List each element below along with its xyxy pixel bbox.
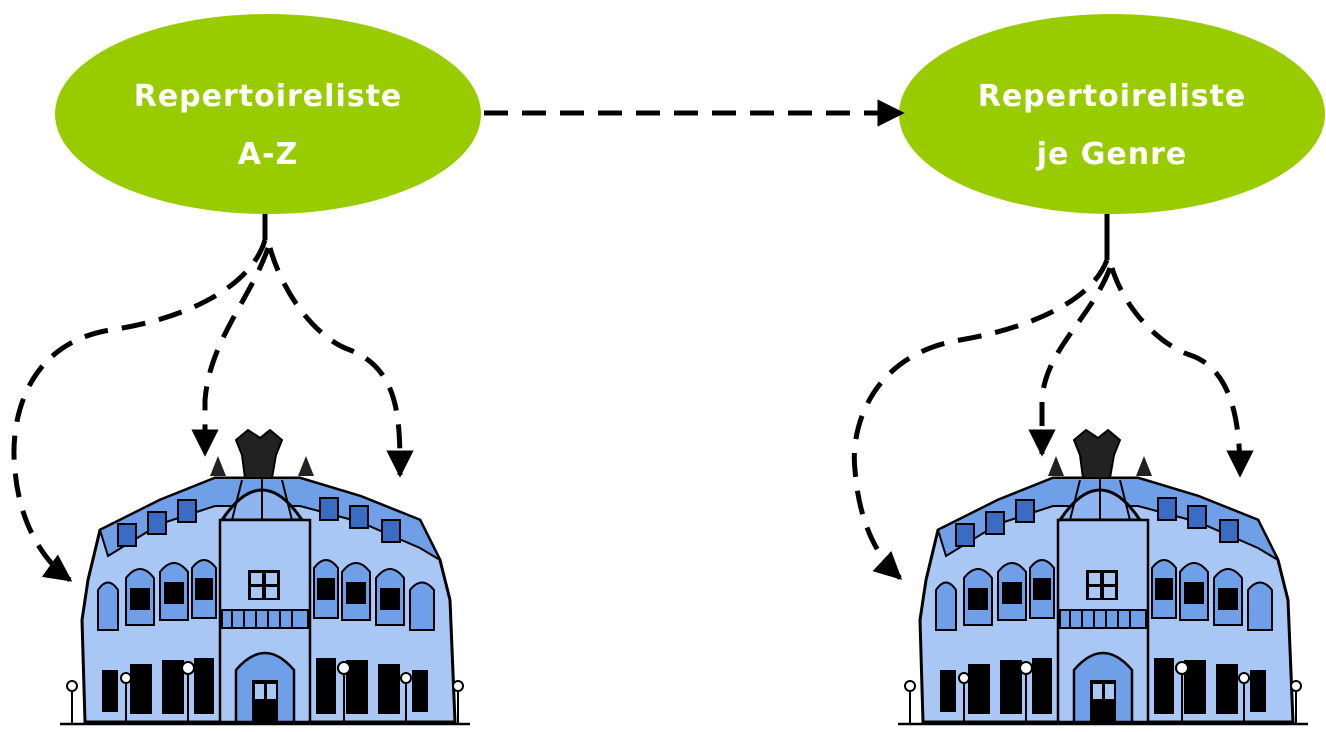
node-repertoire-a-z: Repertoireliste A-Z (55, 14, 481, 214)
theater-building-icon (58, 428, 472, 726)
branch-arrow-left (851, 259, 1110, 580)
theater-building-icon (896, 428, 1310, 726)
branch-arrow-left (11, 239, 268, 583)
branch-arrow-center (191, 247, 271, 457)
node-ellipse (899, 14, 1325, 214)
branch-arrows-left (11, 214, 414, 583)
node-label-line2: je Genre (1036, 137, 1188, 172)
node-label-line1: Repertoireliste (978, 79, 1247, 114)
branch-arrow-center (1028, 267, 1113, 457)
node-repertoire-genre: Repertoireliste je Genre (899, 14, 1325, 214)
branch-arrows-right (851, 214, 1254, 580)
node-label-line1: Repertoireliste (134, 79, 403, 114)
node-ellipse (55, 14, 481, 214)
branch-arrow-right (1109, 267, 1254, 478)
branch-arrow-right (267, 247, 414, 478)
node-label-line2: A-Z (238, 137, 298, 172)
